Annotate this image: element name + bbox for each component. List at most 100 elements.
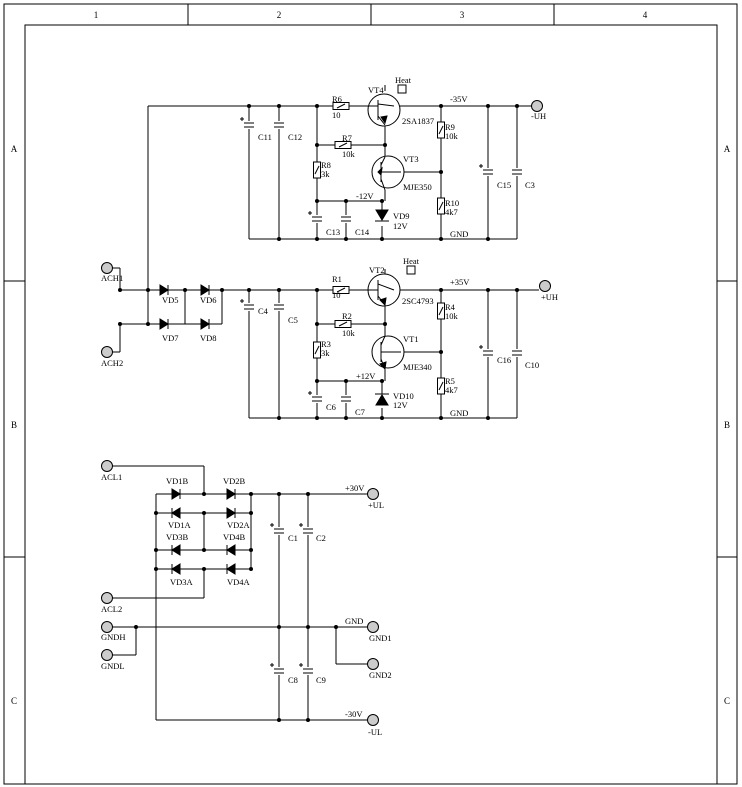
terminal-gndl — [101, 649, 113, 661]
label-gndl: GNDL — [101, 661, 125, 671]
row-label-a-right: A — [724, 144, 731, 154]
label-heat-pos: Heat — [403, 256, 420, 266]
label-pos30: +30V — [345, 483, 365, 493]
label-vd1b: VD1B — [166, 476, 189, 486]
resistor-r2 — [326, 320, 360, 328]
capacitor-c5 — [273, 303, 285, 311]
label-r3: R3 — [321, 339, 331, 349]
resistor-r10 — [437, 189, 445, 223]
label-c3: C3 — [525, 180, 535, 190]
label-gnd-pos: GND — [450, 408, 468, 418]
terminal-minus-uh — [531, 100, 543, 112]
label-c7: C7 — [355, 407, 365, 417]
label-vd9-value: 12V — [393, 221, 409, 231]
capacitor-c11 — [239, 116, 255, 129]
zener-diode-vd9 — [375, 209, 389, 222]
label-acl2: ACL2 — [101, 604, 122, 614]
label-r10-value: 4k7 — [445, 207, 458, 217]
label-minus-uh: -UH — [531, 111, 546, 121]
label-neg-ref-voltage: -12V — [356, 191, 374, 201]
label-vt1-part: MJE340 — [403, 362, 432, 372]
zener-diode-vd10 — [375, 393, 389, 406]
diode-vd7 — [155, 318, 173, 330]
label-c5: C5 — [288, 315, 298, 325]
label-vt4-part: 2SA1837 — [402, 116, 434, 126]
terminal-acl2 — [101, 592, 113, 604]
label-vd3b: VD3B — [166, 532, 189, 542]
terminal-gnd1 — [367, 621, 379, 633]
diode-vd3a — [167, 563, 185, 575]
terminal-ach2 — [101, 346, 113, 358]
resistor-r5 — [437, 369, 445, 403]
junction-dots-neg — [247, 104, 519, 241]
junction-dots-pos — [247, 288, 519, 420]
capacitor-c7 — [340, 395, 352, 403]
label-gnd-low: GND — [345, 616, 363, 626]
resistor-r8 — [313, 153, 321, 187]
drawing-frame — [3, 3, 738, 785]
label-c11: C11 — [258, 132, 272, 142]
label-gndh: GNDH — [101, 632, 126, 642]
capacitor-c2 — [298, 522, 314, 535]
capacitor-c12 — [273, 121, 285, 129]
diode-vd1b — [167, 488, 185, 500]
label-c9: C9 — [316, 675, 326, 685]
label-gnd2: GND2 — [369, 670, 392, 680]
label-c6: C6 — [326, 402, 336, 412]
row-label-c-left: C — [11, 696, 17, 706]
diode-vd8 — [196, 318, 214, 330]
label-r10: R10 — [445, 198, 459, 208]
label-c1: C1 — [288, 533, 298, 543]
label-vt2: VT2 — [369, 265, 385, 275]
label-r7-value: 10k — [342, 149, 356, 159]
terminal-ach1 — [101, 262, 113, 274]
terminal-plus-uh — [539, 280, 551, 292]
label-ach1: ACH1 — [101, 273, 123, 283]
label-vd4b: VD4B — [223, 532, 246, 542]
capacitor-c10 — [511, 349, 523, 357]
label-r6: R6 — [332, 94, 342, 104]
label-r7: R7 — [342, 133, 352, 143]
junction-dots-low — [134, 492, 338, 722]
transistor-vt2 — [366, 273, 401, 307]
capacitor-c14 — [340, 215, 352, 223]
diode-vd3b — [167, 544, 185, 556]
capacitor-c6 — [307, 390, 323, 403]
label-neg30: -30V — [345, 709, 363, 719]
terminal-gndh — [101, 621, 113, 633]
capacitor-c16 — [478, 344, 494, 357]
terminal-gnd2 — [367, 658, 379, 670]
label-c13: C13 — [326, 227, 340, 237]
row-label-b-left: B — [11, 420, 17, 430]
resistor-r3 — [313, 333, 321, 367]
column-label-1: 1 — [94, 10, 99, 20]
label-c16: C16 — [497, 355, 511, 365]
low-supply-circuit — [113, 465, 367, 721]
junction-dots-rect — [118, 288, 224, 326]
label-pos-ref-voltage: +12V — [356, 371, 376, 381]
transistor-vt1 — [371, 335, 405, 371]
label-vd4a: VD4A — [227, 577, 251, 587]
label-vd6: VD6 — [200, 295, 217, 305]
label-acl1: ACL1 — [101, 472, 122, 482]
label-r8: R8 — [321, 160, 331, 170]
diode-vd6 — [196, 284, 214, 296]
column-label-4: 4 — [643, 10, 648, 20]
label-c10: C10 — [525, 360, 539, 370]
terminal-acl1 — [101, 460, 113, 472]
label-r1: R1 — [332, 274, 342, 284]
label-gnd-neg: GND — [450, 229, 468, 239]
label-minus-ul: -UL — [368, 727, 382, 737]
label-vd5: VD5 — [162, 295, 179, 305]
label-r3-value: 3k — [321, 348, 330, 358]
label-vd3a: VD3A — [170, 577, 194, 587]
resistor-r1 — [324, 286, 358, 294]
diode-vd5 — [155, 284, 173, 296]
label-r4-value: 10k — [445, 311, 459, 321]
terminal-minus-ul — [367, 714, 379, 726]
heat-marker-neg — [397, 84, 407, 94]
label-r2-value: 10k — [342, 328, 356, 338]
label-vt3: VT3 — [403, 154, 419, 164]
label-plus-ul: +UL — [368, 500, 384, 510]
